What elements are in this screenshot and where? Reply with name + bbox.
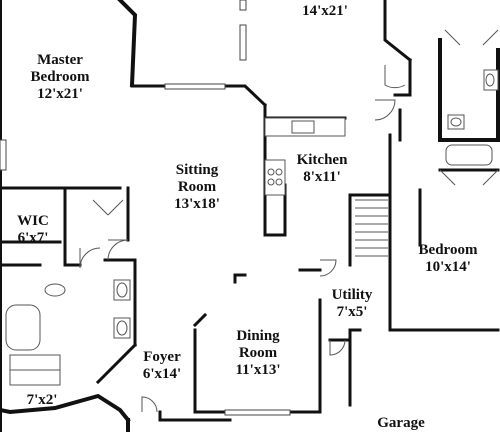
room-label-garage: Garage <box>377 415 424 432</box>
room-label-closet: 7'x2' <box>27 392 58 409</box>
room-label-kitchen: Kitchen 8'x11' <box>297 152 348 186</box>
stove-burner <box>267 178 275 186</box>
room-name: Foyer <box>143 349 181 365</box>
room-label-dining-room: Dining Room 11'x13' <box>235 328 280 379</box>
room-dims: 12'x21' <box>37 86 83 102</box>
room-label-bedroom: Bedroom 10'x14' <box>419 242 478 276</box>
bathtub <box>445 144 493 166</box>
room-name: Garage <box>377 415 425 431</box>
toilet <box>44 283 66 297</box>
room-label-master-bedroom: Master Bedroom 12'x21' <box>31 52 90 103</box>
room-dims: 14'x21' <box>302 3 348 19</box>
doors <box>79 29 499 413</box>
room-name: Bedroom <box>30 69 90 85</box>
room-dims: 6'x14' <box>142 366 182 382</box>
room-dims: 11'x13' <box>235 362 281 378</box>
room-name: Dining <box>236 328 280 344</box>
room-dims: 8'x11' <box>303 169 341 185</box>
room-dims: 7'x2' <box>26 392 58 408</box>
bathtub <box>5 304 41 351</box>
room-name: WIC <box>17 213 49 229</box>
fixtures <box>5 69 499 386</box>
stove-burner <box>275 168 283 176</box>
room-name: Kitchen <box>296 152 348 168</box>
room-name: Sitting <box>175 162 219 178</box>
stairs <box>355 199 388 257</box>
room-label-utility: Utility 7'x5' <box>332 287 373 321</box>
room-dims: 10'x14' <box>425 259 471 275</box>
kitchen-sink <box>291 120 315 134</box>
room-dims: 13'x18' <box>174 196 220 212</box>
stove-burner <box>275 178 283 186</box>
kitchen-counter-side <box>264 159 286 196</box>
room-name: Room <box>238 345 278 361</box>
room-label-living: 14'x21' <box>302 3 348 20</box>
room-name: Utility <box>331 287 373 303</box>
room-name: Room <box>177 179 217 195</box>
room-label-wic: WIC 6'x7' <box>17 213 49 247</box>
room-dims: 7'x5' <box>336 304 368 320</box>
windows <box>0 0 291 416</box>
room-label-sitting-room: Sitting Room 13'x18' <box>174 162 220 213</box>
room-label-foyer: Foyer 6'x14' <box>143 349 181 383</box>
room-name: Bedroom <box>418 242 478 258</box>
stove-burner <box>267 168 275 176</box>
room-name: Master <box>37 52 83 68</box>
room-dims: 6'x7' <box>17 230 49 246</box>
